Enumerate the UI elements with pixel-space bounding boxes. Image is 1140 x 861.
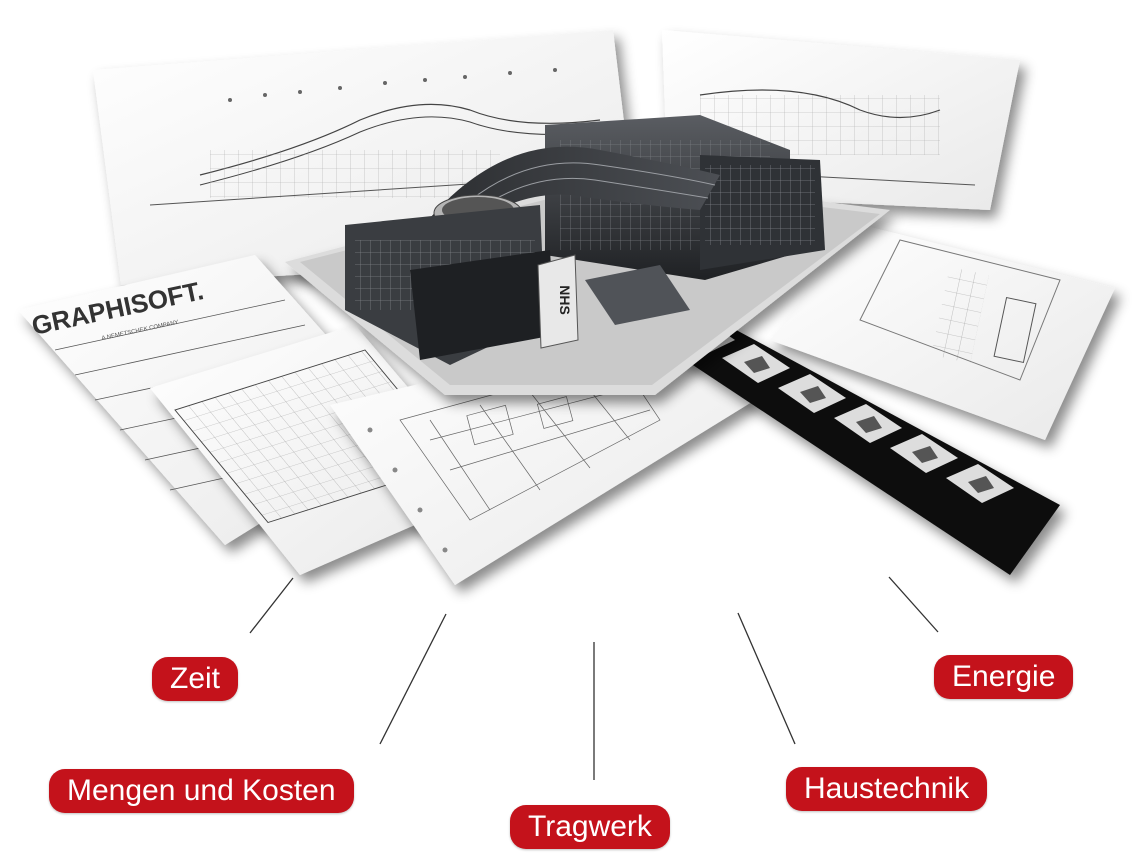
detail-sheet (770, 225, 1115, 440)
connector-lines (249, 576, 939, 780)
label-haustechnik: Haustechnik (786, 767, 988, 811)
connector-energie (888, 576, 939, 633)
building-3d-model: NHS (285, 115, 890, 395)
connector-haustechnik (737, 612, 796, 745)
connector-mengen (379, 613, 447, 745)
building-sign: NHS (557, 285, 573, 315)
label-tragwerk: Tragwerk (510, 805, 670, 849)
label-energie: Energie (934, 655, 1074, 699)
film-strip (640, 305, 1060, 575)
label-zeit: Zeit (152, 657, 239, 701)
connector-zeit (249, 577, 294, 634)
label-mengen-und-kosten: Mengen und Kosten (49, 769, 354, 813)
